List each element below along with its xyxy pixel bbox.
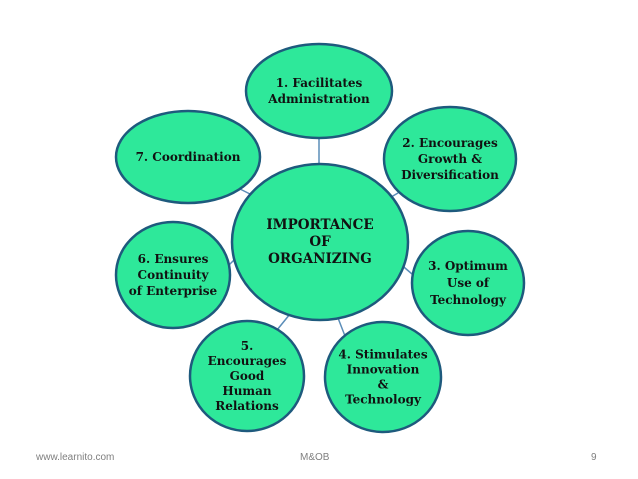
node-label-coordination: 7. Coordination <box>136 150 241 164</box>
center-label-line: IMPORTANCE <box>266 217 373 233</box>
node-label-continuity-enterprise-line: 6. Ensures <box>138 252 209 266</box>
node-continuity-enterprise <box>114 220 232 330</box>
node-optimum-use-technology <box>410 229 526 337</box>
node-label-continuity-enterprise-line: Continuity <box>138 268 210 282</box>
node-label-coordination-line: 7. Coordination <box>136 150 241 164</box>
node-facilitates-administration <box>244 42 394 140</box>
node-label-human-relations-line: Relations <box>215 399 279 413</box>
node-encourages-growth <box>382 105 518 213</box>
node-label-stimulates-innovation-line: 4. Stimulates <box>338 348 427 362</box>
node-label-human-relations-line: Human <box>222 384 272 398</box>
node-label-stimulates-innovation-line: & <box>378 378 389 392</box>
node-coordination <box>114 109 262 205</box>
footer-course: M&OB <box>300 452 330 463</box>
node-human-relations <box>188 319 306 433</box>
node-label-encourages-growth-line: Growth & <box>418 152 482 166</box>
node-label-human-relations-line: Good <box>230 369 265 383</box>
node-label-facilitates-administration-line: 1. Facilitates <box>276 76 363 90</box>
node-label-human-relations-line: Encourages <box>208 354 287 368</box>
node-label-facilitates-administration-line: Administration <box>267 92 370 106</box>
node-stimulates-innovation <box>323 320 443 434</box>
footer-website: www.learnito.com <box>36 452 115 463</box>
center-label-line: OF <box>309 234 331 250</box>
node-label-human-relations-line: 5. <box>241 339 254 353</box>
node-label-encourages-growth-line: 2. Encourages <box>402 136 498 150</box>
node-label-continuity-enterprise-line: of Enterprise <box>129 284 218 298</box>
footer-page-number: 9 <box>591 452 597 463</box>
node-label-optimum-use-technology-line: Technology <box>430 293 507 307</box>
node-label-optimum-use-technology-line: Use of <box>447 276 490 290</box>
node-label-stimulates-innovation-line: Innovation <box>347 363 420 377</box>
node-label-encourages-growth-line: Diversification <box>401 168 499 182</box>
connector-stimulates-innovation <box>337 317 346 337</box>
node-label-stimulates-innovation-line: Technology <box>345 393 422 407</box>
node-label-optimum-use-technology-line: 3. Optimum <box>428 259 508 273</box>
center-label-line: ORGANIZING <box>268 251 372 267</box>
connector-human-relations <box>276 313 291 331</box>
center-ellipse <box>230 162 410 322</box>
